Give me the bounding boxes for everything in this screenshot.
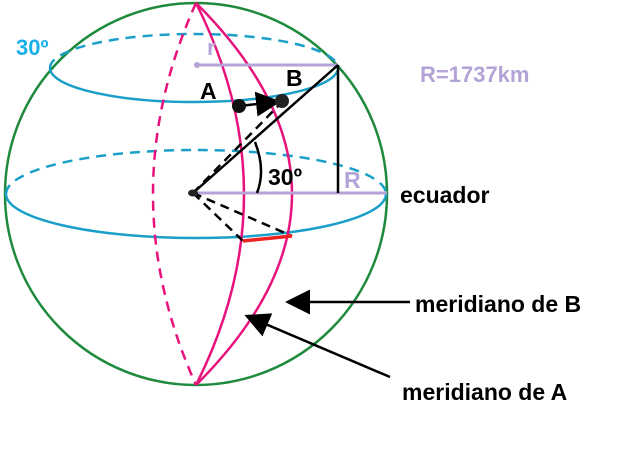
point-b-label: B (286, 65, 303, 91)
latitude-30-front (48, 67, 340, 104)
equator-label: ecuador (400, 182, 490, 208)
dashed-to-b (192, 101, 283, 194)
meridian-b-label: meridiano de B (415, 291, 581, 317)
point-a-label: A (200, 78, 217, 104)
latitude-30-back (48, 32, 340, 69)
equator-back (4, 148, 388, 195)
equator-arc-ab (242, 234, 293, 243)
latitude-angle-label: 30º (16, 35, 49, 60)
center-angle-label: 30º (268, 164, 302, 190)
meridian-a-label: meridiano de A (402, 379, 567, 405)
radius-value-label: R=1737km (420, 62, 529, 87)
angle-arc (253, 141, 263, 194)
meridian-back (151, 2, 198, 386)
diagonal-radius (192, 64, 339, 194)
center-dot (188, 189, 198, 197)
dashed-to-a-equator (192, 192, 244, 242)
r-center-dot (194, 62, 200, 68)
point-a (232, 99, 246, 113)
small-radius-label: r (207, 35, 216, 60)
radius-R-label: R (344, 167, 361, 193)
arrow-meridian-a (244, 313, 391, 379)
dashed-to-b-equator (192, 191, 293, 238)
point-b (275, 94, 289, 108)
equator-front (4, 193, 388, 240)
